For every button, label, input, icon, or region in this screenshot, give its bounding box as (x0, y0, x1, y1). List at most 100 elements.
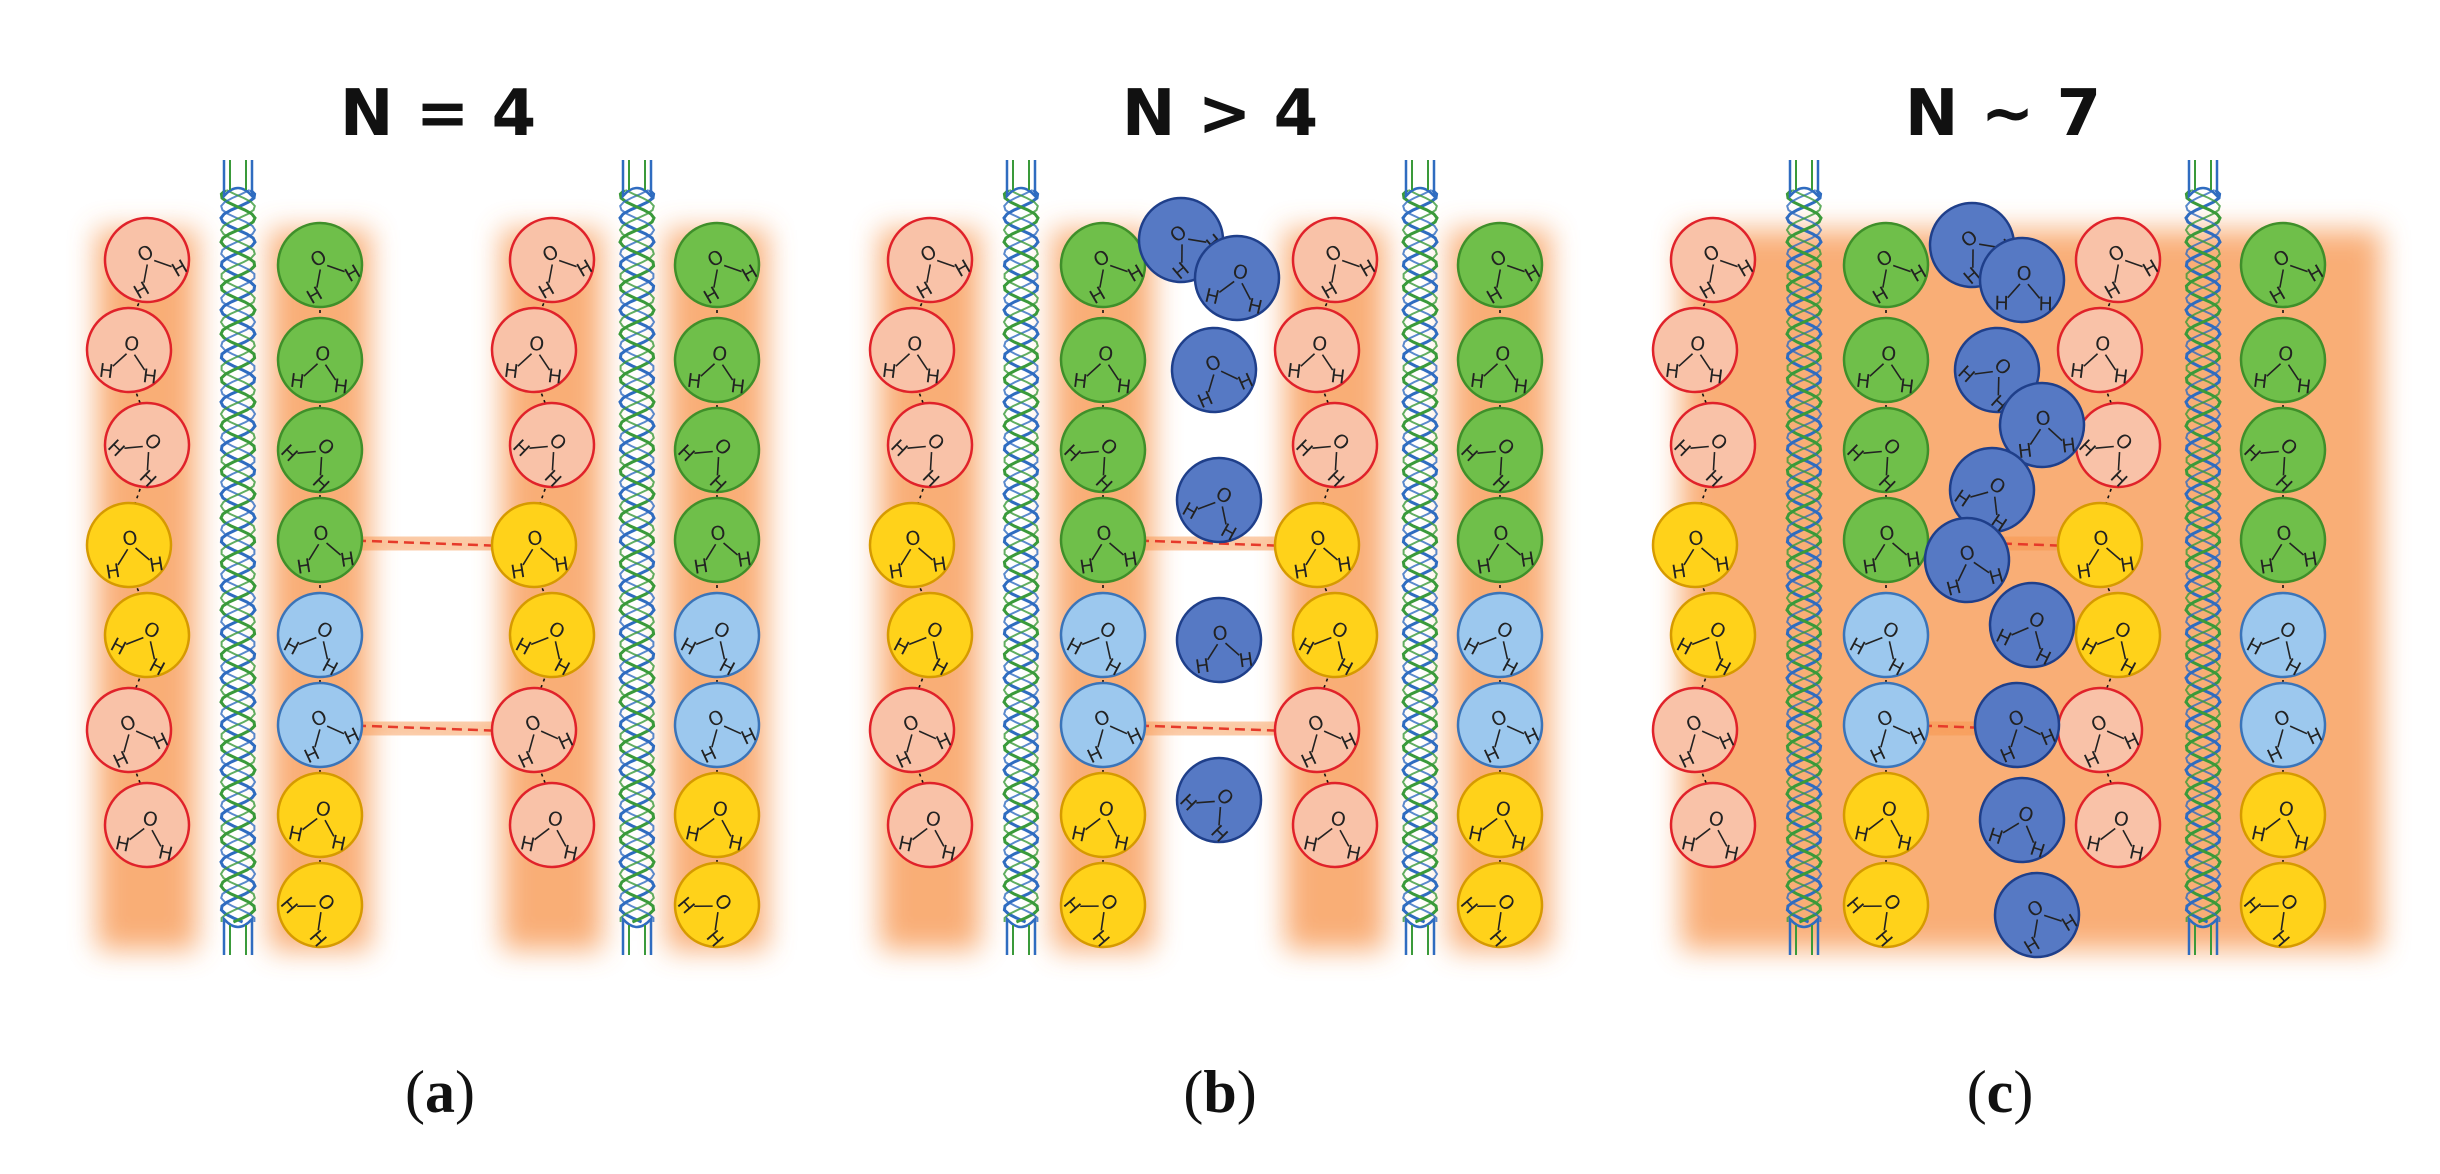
oxygen-label: O (924, 807, 943, 832)
oh-bond (1300, 353, 1316, 367)
water-circle (2239, 771, 2327, 859)
helix-end (1795, 925, 1813, 955)
oxygen-label: O (906, 332, 924, 356)
oh-bond (2114, 264, 2120, 283)
water-molecule: OHH (508, 591, 596, 681)
oxygen-label: O (1095, 522, 1113, 546)
oh-bond (1717, 829, 1728, 847)
oh-bond (2287, 819, 2298, 837)
oh-bond (1701, 730, 1720, 740)
oh-bond (1504, 819, 1515, 837)
oh-bond (700, 363, 716, 377)
helix-strand (1002, 189, 1039, 922)
helix-strand (1401, 188, 1439, 924)
water-circle (1842, 681, 1930, 769)
oh-bond (1109, 264, 1128, 273)
hydrogen-label: H (339, 548, 357, 572)
oh-bond (2002, 822, 2020, 834)
oh-bond (694, 905, 713, 908)
oh-bond (2289, 542, 2305, 556)
hydrogen-label: H (692, 555, 710, 579)
water-circle (2239, 221, 2327, 309)
water-molecule: OHH (1456, 406, 1544, 497)
hydrogen-label: H (503, 360, 520, 384)
hydrogen-label: H (1286, 360, 1303, 384)
panel-b-title: N > 4 (1122, 77, 1318, 151)
hydrogen-label: H (553, 553, 571, 577)
oh-bond (711, 729, 718, 748)
water-circle (1456, 316, 1544, 404)
oxygen-label: O (1309, 527, 1327, 551)
water-molecule: OHH (1059, 681, 1147, 769)
oh-bond (2277, 729, 2284, 748)
oh-bond (1869, 363, 1885, 377)
oh-bond (558, 259, 577, 268)
water-circle (103, 591, 191, 679)
water-molecule: OHH (1273, 686, 1361, 774)
oh-bond (1109, 542, 1125, 556)
helix-strand (1003, 189, 1040, 922)
helix-end (1404, 160, 1436, 200)
water-molecule: OHH (508, 216, 596, 304)
water-circle (886, 591, 974, 679)
hydrogen-label: H (924, 365, 941, 389)
hydrogen-label: H (1115, 375, 1132, 399)
helix-end (1788, 915, 1820, 955)
oh-bond (716, 456, 720, 476)
oh-bond (2117, 451, 2121, 471)
oh-bond (713, 269, 719, 288)
helix-strand (219, 189, 256, 922)
oh-bond (2289, 264, 2308, 273)
oh-bond (153, 259, 172, 268)
oh-bond (1321, 354, 1334, 371)
oxygen-label: O (904, 527, 922, 551)
water-circle (1456, 681, 1544, 769)
oxygen-label: O (1687, 527, 1705, 551)
water-molecule: OHH (276, 591, 364, 681)
oh-bond (149, 641, 156, 660)
water-circle (1669, 781, 1757, 869)
oh-bond (1494, 729, 1501, 748)
helix-end (1012, 160, 1030, 190)
water-molecule: OHH (2239, 681, 2327, 769)
hydrogen-bond-chain (533, 283, 553, 802)
water-molecule: OHH (1973, 681, 2061, 769)
hydrogen-label: H (1861, 555, 1879, 579)
oxygen-label: O (121, 527, 139, 551)
caption-letter: a (425, 1059, 455, 1125)
hydrogen-label: H (1246, 294, 1265, 319)
hydrogen-label: H (1344, 841, 1363, 865)
oh-bond (2261, 636, 2280, 646)
water-circle (1842, 771, 1930, 859)
oh-bond (2033, 919, 2039, 938)
dna-helix (618, 160, 656, 955)
oh-bond (324, 819, 335, 837)
water-circle (1456, 861, 1544, 949)
oxygen-label: O (1097, 342, 1115, 366)
water-circle (886, 401, 974, 489)
water-circle (1456, 221, 1544, 309)
water-circle (2239, 861, 2327, 949)
hydrogen-label: H (729, 375, 746, 399)
oh-bond (1086, 363, 1102, 377)
oxygen-label: O (1311, 332, 1329, 356)
oh-bond (1699, 354, 1712, 371)
oh-bond (1085, 817, 1101, 831)
hydrogen-label: H (1944, 576, 1964, 601)
caption-open-bracket: ( (1183, 1059, 1203, 1125)
hydrogen-label: H (1469, 370, 1486, 394)
oh-bond (1979, 243, 1998, 249)
oh-bond (551, 451, 555, 471)
oh-bond (2260, 450, 2279, 455)
hydrogen-label: H (148, 553, 166, 577)
